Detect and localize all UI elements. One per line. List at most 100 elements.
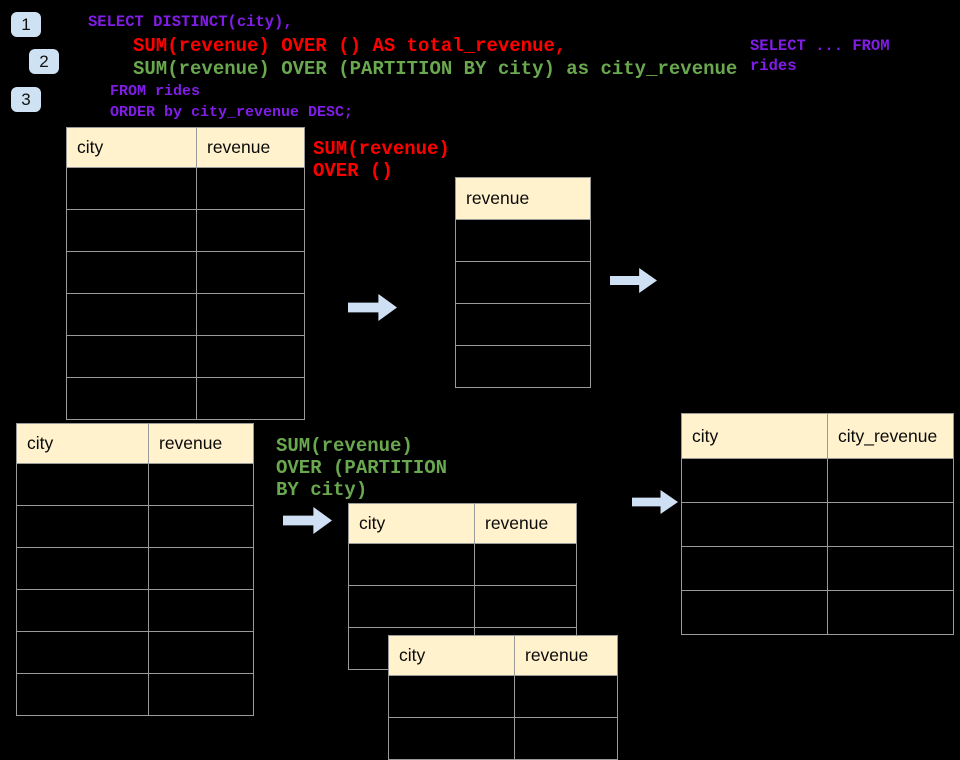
column-header-city-revenue: city_revenue xyxy=(827,413,954,459)
table-row xyxy=(66,335,305,378)
empty-cell xyxy=(388,717,515,760)
header-row: city city_revenue xyxy=(681,413,954,459)
arrow-right-icon xyxy=(632,490,678,514)
empty-cell xyxy=(16,463,149,506)
partition-label-line-1: SUM(revenue) xyxy=(276,435,413,457)
column-header-city: city xyxy=(16,423,149,464)
empty-cell xyxy=(66,335,197,378)
empty-cell xyxy=(827,502,954,547)
empty-cell xyxy=(196,293,305,336)
column-header-revenue: revenue xyxy=(196,127,305,168)
partition-label-line-2: OVER (PARTITION xyxy=(276,457,448,479)
header-row: city revenue xyxy=(66,127,305,168)
empty-cell xyxy=(196,377,305,420)
empty-cell xyxy=(196,335,305,378)
table-row xyxy=(16,589,254,632)
empty-cell xyxy=(66,209,197,252)
column-header-city: city xyxy=(388,635,515,676)
table-row xyxy=(16,673,254,716)
sql-line-sum-partition: SUM(revenue) OVER (PARTITION BY city) as… xyxy=(133,58,738,80)
table-row xyxy=(388,717,618,760)
column-header-city: city xyxy=(66,127,197,168)
table-row xyxy=(455,261,591,304)
table-row xyxy=(455,219,591,262)
partitioned-table: city revenue xyxy=(348,503,577,670)
empty-cell xyxy=(148,589,254,632)
column-header-revenue: revenue xyxy=(474,503,577,544)
empty-cell xyxy=(455,303,591,346)
table-row xyxy=(681,502,954,547)
arrow-right-icon xyxy=(348,294,397,321)
empty-cell xyxy=(827,590,954,635)
empty-cell xyxy=(455,261,591,304)
table-row xyxy=(388,675,618,718)
empty-cell xyxy=(681,458,828,503)
table-row xyxy=(66,167,305,210)
table-row xyxy=(681,590,954,635)
empty-cell xyxy=(455,345,591,388)
empty-cell xyxy=(348,543,475,586)
empty-cell xyxy=(196,251,305,294)
arrow-right-icon xyxy=(283,507,332,534)
column-header-city: city xyxy=(348,503,475,544)
table-row xyxy=(66,377,305,420)
table-row xyxy=(16,463,254,506)
source-table-top: city revenue xyxy=(66,127,305,420)
step-badge-1: 1 xyxy=(11,12,41,37)
empty-cell xyxy=(66,377,197,420)
table-row xyxy=(66,293,305,336)
empty-cell xyxy=(681,546,828,591)
header-row: city revenue xyxy=(348,503,577,544)
empty-cell xyxy=(16,505,149,548)
empty-cell xyxy=(196,209,305,252)
empty-cell xyxy=(16,589,149,632)
step-badge-2: 2 xyxy=(29,49,59,74)
empty-cell xyxy=(514,717,618,760)
table-row xyxy=(348,585,577,628)
sql-line-order-by: ORDER by city_revenue DESC; xyxy=(110,104,354,121)
empty-cell xyxy=(148,463,254,506)
empty-cell xyxy=(148,673,254,716)
arrow-right-icon xyxy=(610,268,657,293)
empty-cell xyxy=(16,673,149,716)
empty-cell xyxy=(66,293,197,336)
table-row xyxy=(66,251,305,294)
empty-cell xyxy=(514,675,618,718)
empty-cell xyxy=(348,585,475,628)
side-note-line-1: SELECT ... FROM xyxy=(750,37,890,55)
empty-cell xyxy=(196,167,305,210)
empty-cell xyxy=(66,167,197,210)
table-row xyxy=(66,209,305,252)
empty-cell xyxy=(455,219,591,262)
result-table: city city_revenue xyxy=(681,413,954,635)
empty-cell xyxy=(474,585,577,628)
step-badge-3: 3 xyxy=(11,87,41,112)
empty-cell xyxy=(827,458,954,503)
column-header-revenue: revenue xyxy=(514,635,618,676)
header-row: city revenue xyxy=(388,635,618,676)
empty-cell xyxy=(827,546,954,591)
header-row: city revenue xyxy=(16,423,254,464)
column-header-revenue: revenue xyxy=(148,423,254,464)
total-revenue-label-line-1: SUM(revenue) xyxy=(313,138,450,160)
empty-cell xyxy=(681,590,828,635)
side-note-line-2: rides xyxy=(750,57,797,75)
sql-line-select: SELECT DISTINCT(city), xyxy=(88,13,293,31)
empty-cell xyxy=(148,547,254,590)
sql-line-sum-total: SUM(revenue) OVER () AS total_revenue, xyxy=(133,35,567,57)
total-revenue-label-line-2: OVER () xyxy=(313,160,393,182)
table-row xyxy=(16,547,254,590)
total-revenue-table: revenue xyxy=(455,177,591,388)
column-header-revenue: revenue xyxy=(455,177,591,220)
empty-cell xyxy=(474,543,577,586)
table-row xyxy=(16,631,254,674)
empty-cell xyxy=(148,505,254,548)
empty-cell xyxy=(66,251,197,294)
empty-cell xyxy=(388,675,515,718)
empty-cell xyxy=(16,631,149,674)
empty-cell xyxy=(681,502,828,547)
empty-cell xyxy=(148,631,254,674)
table-row xyxy=(681,546,954,591)
sql-line-from: FROM rides xyxy=(110,83,201,100)
source-table-bottom: city revenue xyxy=(16,423,254,716)
